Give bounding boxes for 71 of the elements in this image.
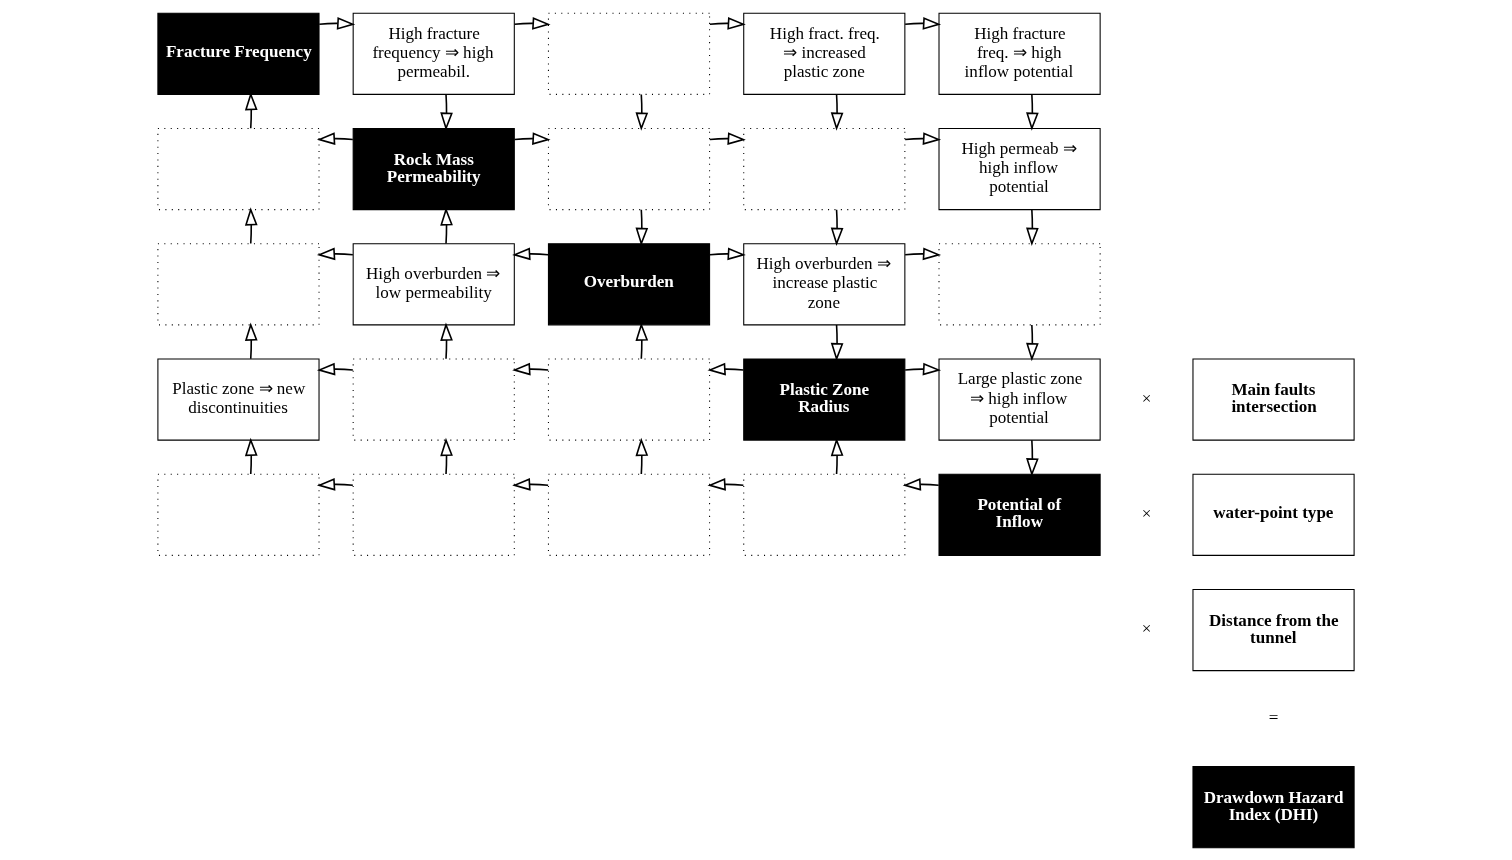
node-box: High overburden ⇒ low permeability [352,242,515,325]
arrow [635,208,649,246]
arrow [902,477,940,491]
arrow [513,16,551,30]
node-box: Overburden [547,242,711,325]
label: = [1268,707,1279,727]
arrow [512,247,549,260]
node-box: High fracture freq. ⇒ high inflow potential [938,12,1101,95]
node-box: High overburden ⇒ increase plastic zone [743,242,906,325]
node-box [157,127,320,210]
node-box: Plastic Zone Radius [743,357,906,441]
node-box [352,357,515,441]
arrow [1026,438,1039,476]
node-box [938,242,1101,325]
arrow [440,93,453,131]
label: × [1141,388,1152,408]
label: × [1141,618,1152,638]
arrow [512,362,549,375]
arrow [513,131,551,145]
arrow [318,16,356,30]
node-box [547,12,711,95]
node-box: High permeab ⇒ high inflow potential [938,127,1101,210]
node-box [547,357,711,441]
arrow [512,477,549,491]
arrow [830,93,844,131]
node-box: Rock Mass Permeability [352,127,515,210]
node-box [352,473,515,556]
node-box: Drawdown Hazard Index (DHI) [1192,765,1355,848]
arrow [709,131,746,145]
node-box: High fract. freq. ⇒ increased plastic zone [743,12,906,95]
node-box [743,127,906,210]
arrow [440,437,453,475]
arrow [244,322,258,360]
arrow [904,362,942,375]
arrow [316,477,354,491]
arrow [709,247,746,260]
arrow [316,247,354,260]
arrow [635,437,649,475]
arrow [635,93,649,131]
arrow [707,477,745,491]
node-box: Distance from the tunnel [1192,588,1355,671]
arrow [904,247,942,260]
arrow [1026,93,1039,131]
arrow [244,437,258,475]
arrow [904,131,942,145]
arrow [830,323,844,361]
arrow [1026,208,1039,246]
arrow [709,16,746,30]
arrow [316,362,354,375]
arrow [316,131,354,145]
node-box [157,242,320,325]
node-box [743,473,906,556]
node-box: Plastic zone ⇒ new discontinuities [157,357,320,441]
arrow [830,437,844,475]
arrow [707,362,745,375]
arrow [635,322,649,360]
node-box: Main faults intersection [1192,357,1355,441]
arrow [904,16,942,30]
node-box [547,473,711,556]
label: × [1141,503,1152,523]
node-box: Potential of Inflow [938,473,1101,556]
arrow [440,322,453,360]
node-box [547,127,711,210]
node-box: water-point type [1192,473,1355,556]
arrow [244,206,258,244]
arrow [1026,323,1039,361]
node-box: Large plastic zone ⇒ high inflow potential [938,357,1101,441]
arrow [830,208,844,246]
node-box: High fracture frequency ⇒ high permeabil. [352,12,515,95]
node-box [157,473,320,556]
node-box: Fracture Frequency [157,12,320,95]
